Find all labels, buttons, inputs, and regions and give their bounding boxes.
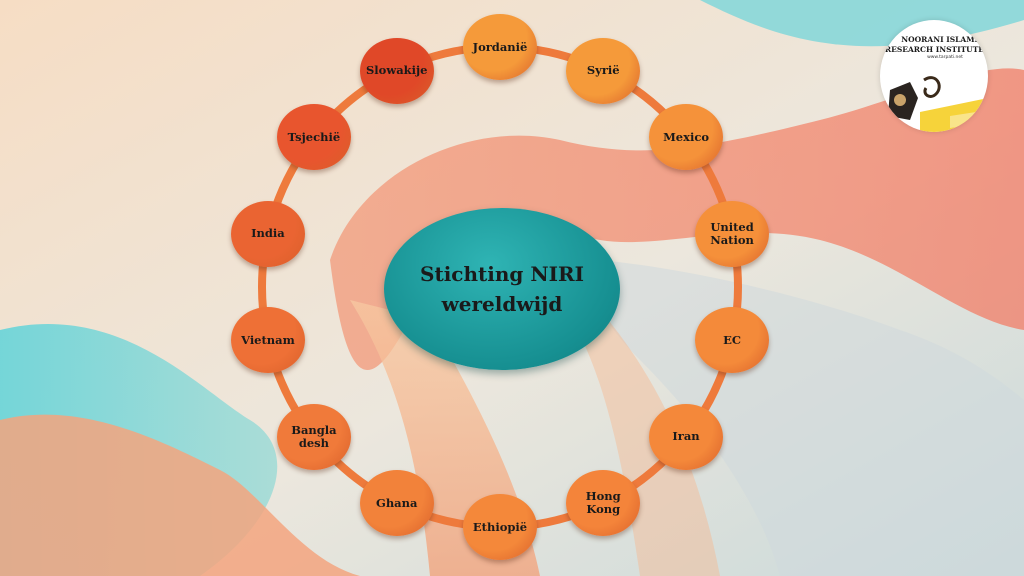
niri-logo: NOORANI ISLAMIC RESEARCH INSTITUTE www.t… — [880, 20, 988, 132]
country-node: Mexico — [649, 104, 724, 171]
center-title-line2: wereldwijd — [441, 292, 563, 316]
logo-line2: RESEARCH INSTITUTE — [884, 45, 984, 54]
logo-emblem-icon — [888, 76, 988, 132]
country-node: Ghana — [359, 470, 434, 537]
country-node: India — [230, 200, 305, 267]
country-node: Tsjechië — [276, 104, 351, 171]
country-node: Vietnam — [230, 307, 305, 374]
center-hub: Stichting NIRI wereldwijd — [384, 208, 620, 370]
country-node: Hong Kong — [566, 470, 641, 537]
country-node: United Nation — [695, 200, 770, 267]
logo-line1: NOORANI ISLAMIC — [901, 35, 984, 44]
country-node: Ethiopië — [463, 494, 537, 560]
country-node: Bangla desh — [276, 403, 351, 470]
center-title-line1: Stichting NIRI — [420, 262, 584, 286]
country-node: Slowakije — [359, 37, 434, 104]
country-node: Syrië — [566, 37, 641, 104]
logo-url: www.tarpati.net — [927, 55, 963, 60]
country-node: EC — [695, 307, 770, 374]
country-node: Jordanië — [463, 14, 537, 80]
country-node: Iran — [649, 403, 724, 470]
